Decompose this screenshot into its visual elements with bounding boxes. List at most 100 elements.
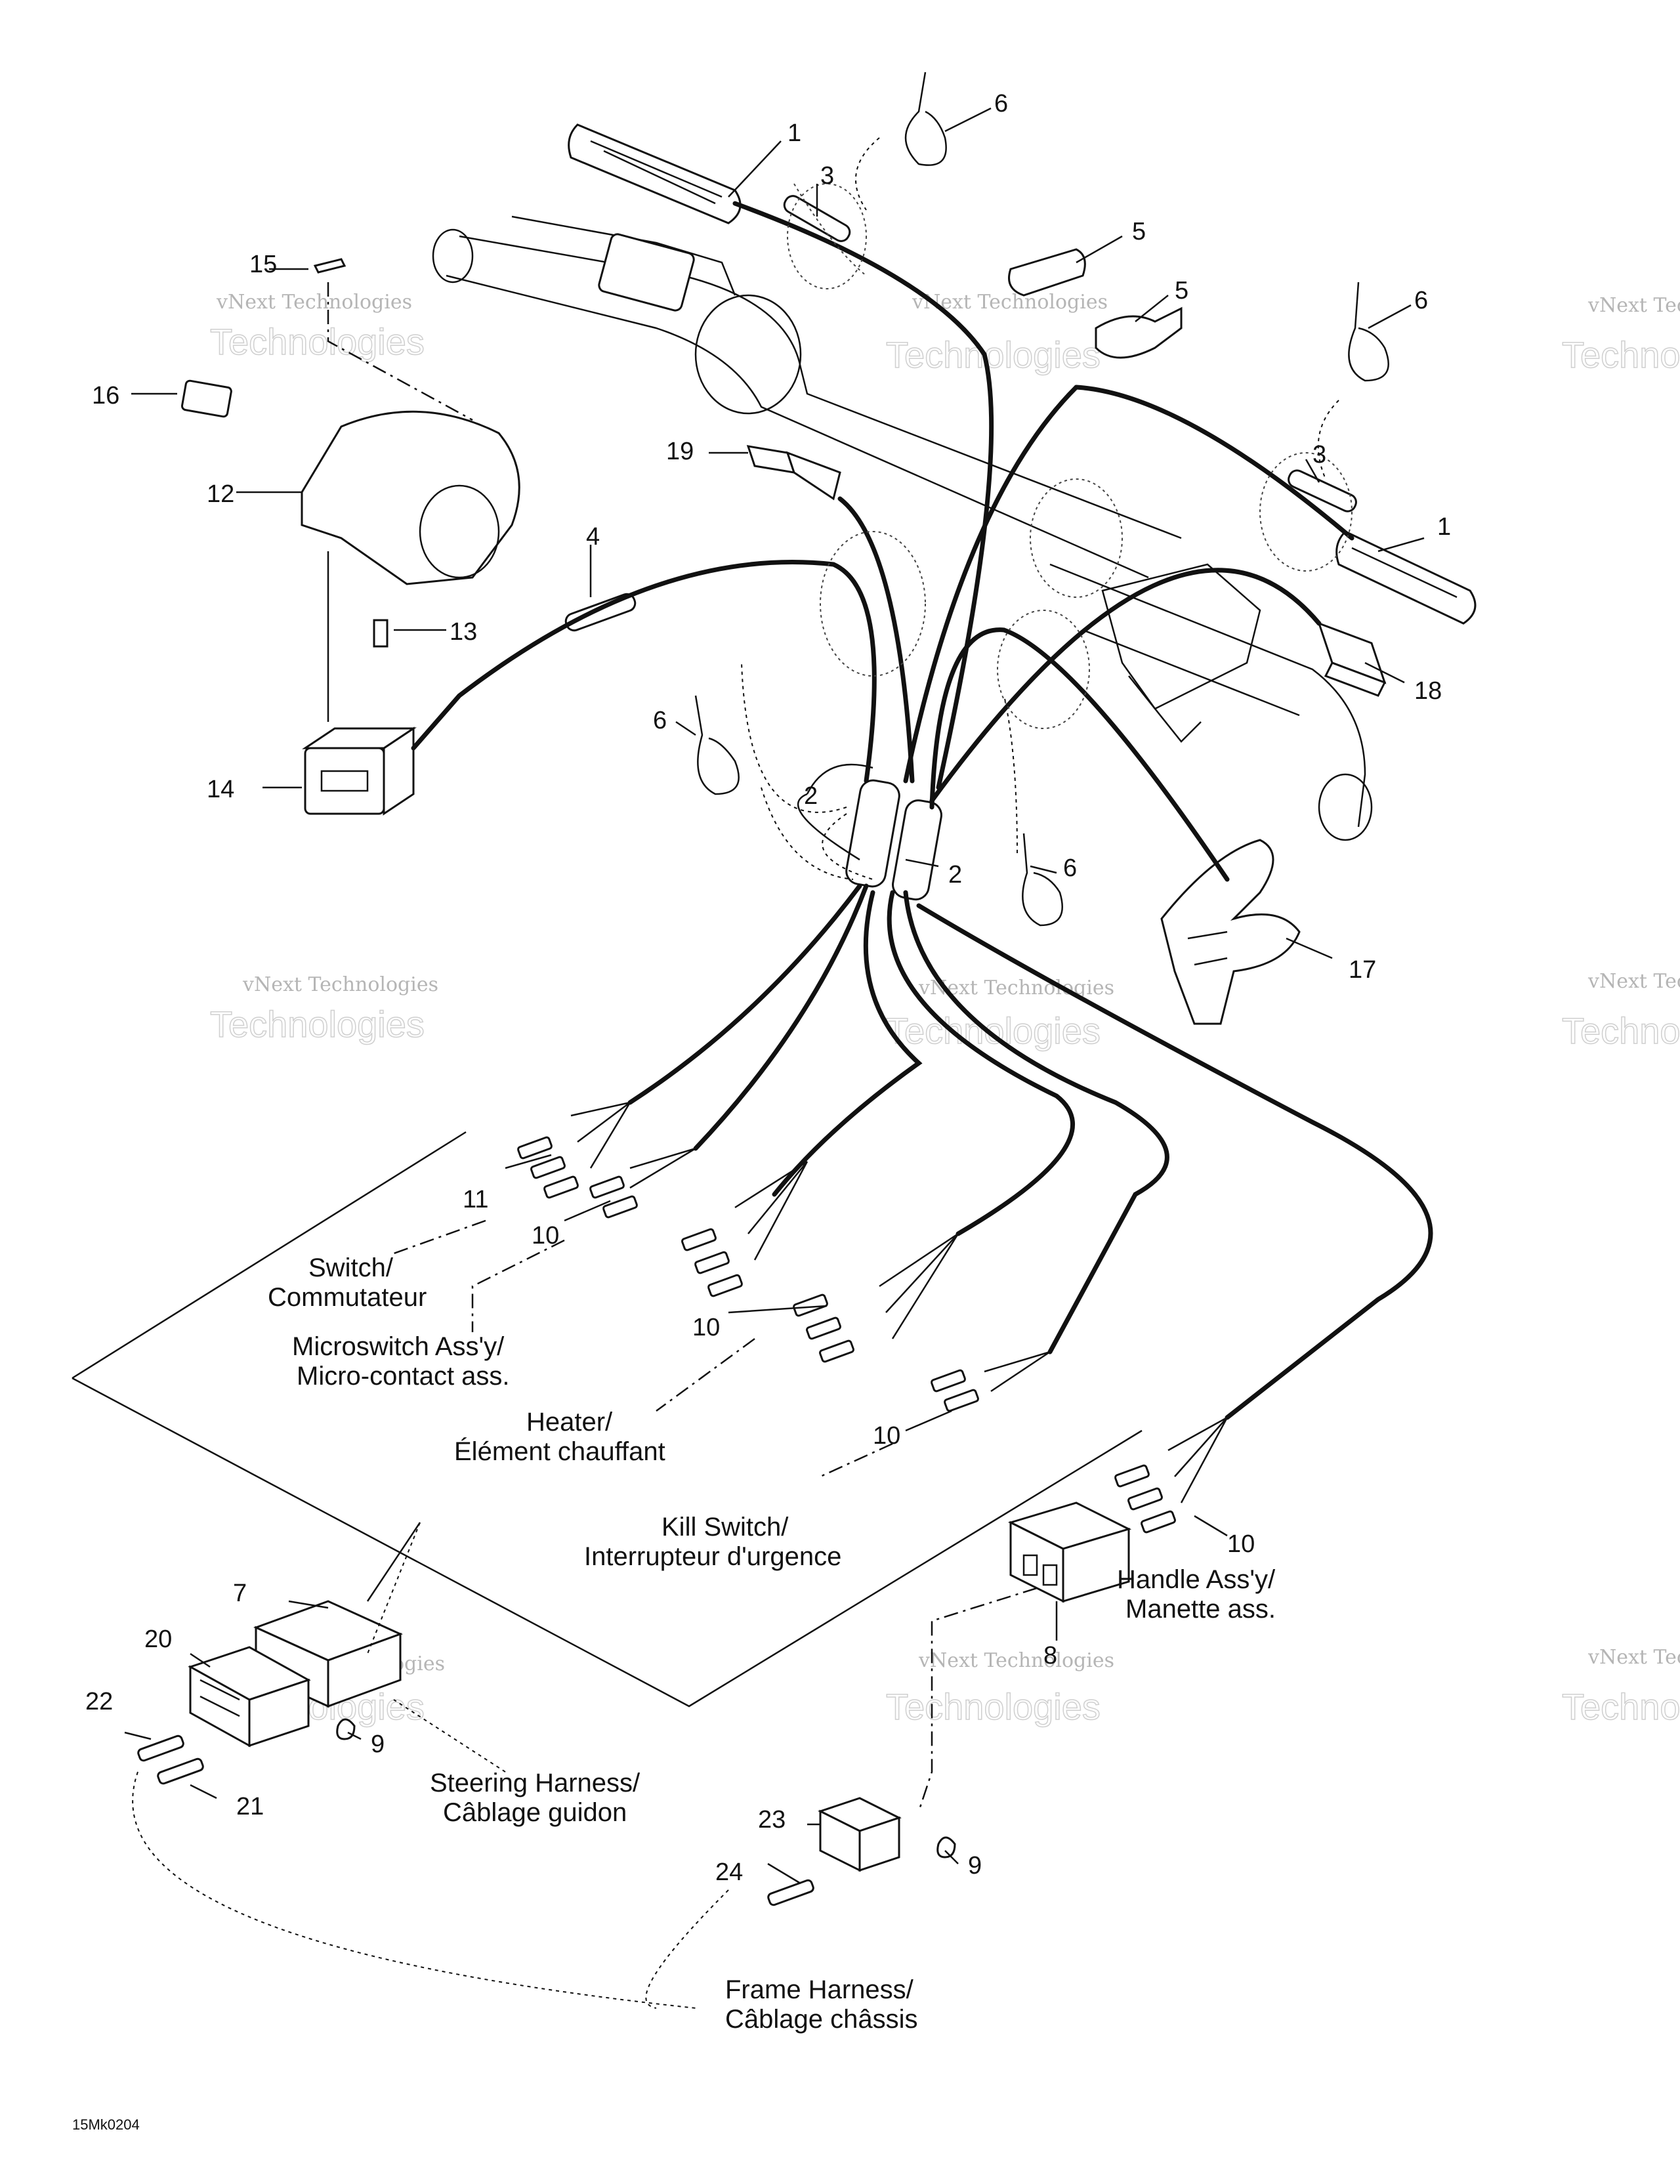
terminal-group-10 [793, 1232, 959, 1363]
terminal-group-10 [589, 1147, 696, 1219]
caption-frame: Frame Harness/ [725, 1975, 914, 2004]
caption-microswitch: Microswitch Ass'y/ [292, 1332, 505, 1361]
callout-11: 11 [463, 1186, 488, 1213]
seal-9 [336, 1718, 356, 1740]
pin-21 [157, 1757, 204, 1785]
leader-lines [124, 107, 1425, 1885]
watermark-text: vNext Technologies [1587, 1646, 1680, 1669]
callout-10: 10 [692, 1314, 720, 1341]
caption-handle: Handle Ass'y/ [1117, 1565, 1276, 1594]
watermark-text: vNext Technologies [1587, 294, 1680, 317]
watermark-text: vNext Technologies [242, 973, 438, 996]
caption-steering-fr: Câblage guidon [443, 1798, 627, 1827]
harness-wires [411, 201, 1433, 1420]
caption-heater: Heater/ [526, 1408, 613, 1437]
callout-9-left: 9 [371, 1731, 385, 1758]
cable-tie-6 [1348, 282, 1389, 382]
callout-16: 16 [92, 382, 119, 410]
connector-8 [1007, 1502, 1132, 1603]
guide-lines [132, 137, 1353, 2009]
screw-15 [313, 258, 346, 274]
callout-12: 12 [207, 480, 234, 508]
callout-24: 24 [715, 1858, 743, 1886]
sleeve-2-right [892, 799, 942, 901]
callout-6-left: 6 [653, 707, 667, 734]
cable-tie-6 [694, 695, 740, 795]
caption-heater-fr: Élément chauffant [454, 1437, 665, 1466]
watermark-outline: Technologies [886, 1010, 1101, 1051]
callout-10: 10 [873, 1422, 900, 1450]
callout-8: 8 [1043, 1642, 1057, 1670]
decal-16 [180, 379, 232, 418]
terminal-group-11 [517, 1101, 631, 1199]
handlebar [432, 215, 1373, 841]
figure-code: 15Mk0204 [72, 2116, 140, 2133]
terminal-group-10 [931, 1351, 1051, 1412]
callout-1-top: 1 [788, 119, 801, 147]
callout-4: 4 [586, 523, 600, 551]
callout-7: 7 [233, 1580, 247, 1607]
caption-handle-fr: Manette ass. [1125, 1595, 1276, 1624]
callout-17: 17 [1349, 956, 1376, 984]
sensor-19 [746, 445, 841, 501]
callout-2-right: 2 [948, 861, 962, 889]
terminal-group-10 [1114, 1416, 1228, 1534]
callout-5-lower: 5 [1175, 277, 1188, 304]
callout-15: 15 [249, 251, 277, 278]
callout-3-right: 3 [1312, 441, 1326, 469]
clamp-5-lower [1095, 306, 1183, 359]
pin-22 [137, 1734, 184, 1762]
callout-3-top: 3 [820, 162, 834, 190]
watermark-outline: Technologies [886, 334, 1101, 375]
watermark-outline: Technologies [210, 321, 425, 362]
callout-5-top: 5 [1132, 218, 1146, 245]
callout-2-left: 2 [804, 782, 818, 810]
switch-18 [1317, 621, 1387, 697]
watermark-text: vNext Technologies [216, 291, 412, 314]
caption-kill-switch-fr: Interrupteur d'urgence [584, 1542, 841, 1571]
caption-kill-switch: Kill Switch/ [662, 1513, 789, 1542]
callout-10: 10 [532, 1222, 559, 1250]
callout-10: 10 [1227, 1530, 1255, 1558]
caption-steering: Steering Harness/ [430, 1769, 640, 1797]
callout-20: 20 [144, 1626, 172, 1653]
switch-housing-12 [301, 410, 520, 585]
watermark-text: vNext Technologies [1587, 970, 1680, 993]
caption-microswitch-fr: Micro-contact ass. [297, 1362, 510, 1391]
connector-23 [818, 1797, 902, 1872]
watermark-text: vNext Technologies [918, 1649, 1114, 1672]
clamp-5-top [1008, 248, 1086, 297]
caption-frame-fr: Câblage châssis [725, 2005, 918, 2034]
caption-switch: Switch/ [308, 1253, 394, 1282]
callout-14: 14 [207, 776, 234, 803]
callout-numbers: 1 1 2 2 3 3 4 5 5 6 6 6 6 7 8 9 9 10 10 … [85, 90, 1451, 1886]
sleeve-3-right [1288, 469, 1357, 513]
cable-tie-6 [1022, 833, 1063, 927]
watermark-outline: Technologies [886, 1686, 1101, 1727]
screw-13 [373, 619, 388, 648]
seal-9 [936, 1836, 956, 1858]
callout-6-right: 6 [1414, 287, 1428, 314]
assembly-outline [72, 1131, 1143, 1708]
throttle-lever-17 [1160, 839, 1301, 1025]
callout-19: 19 [666, 438, 694, 465]
grip-heater-right [1335, 530, 1477, 625]
grip-heater-left [568, 123, 742, 224]
callout-22: 22 [85, 1688, 113, 1715]
callout-6-mid: 6 [1063, 854, 1077, 882]
callout-23: 23 [758, 1806, 786, 1834]
callout-13: 13 [450, 618, 477, 646]
callout-21: 21 [236, 1793, 264, 1820]
switch-14 [302, 726, 417, 816]
callout-6-top: 6 [994, 90, 1008, 117]
cable-tie-6 [904, 72, 947, 166]
connector-20 [188, 1646, 311, 1748]
pin-24 [767, 1879, 814, 1906]
watermark-outline: Technologies [1562, 1010, 1680, 1051]
callout-18: 18 [1414, 677, 1442, 705]
watermark-outline: Technologies [1562, 1686, 1680, 1727]
watermark-outline: Technologies [1562, 334, 1680, 375]
terminal-group-10 [681, 1160, 808, 1297]
captions: Switch/ Commutateur Microswitch Ass'y/ M… [268, 1253, 1276, 2034]
